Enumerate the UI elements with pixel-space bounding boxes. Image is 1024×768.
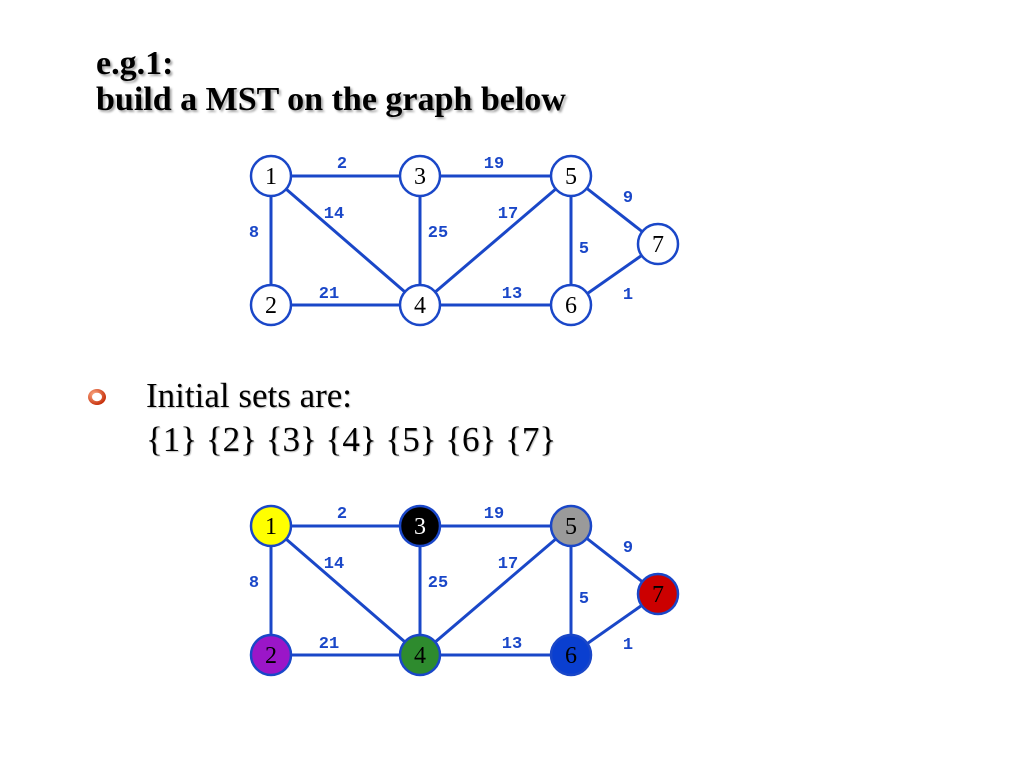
node-circle	[398, 633, 442, 677]
node-label: 4	[414, 293, 426, 319]
node-label: 2	[265, 293, 277, 319]
node-label: 6	[565, 643, 577, 669]
edge-weight-3-4: 25	[428, 224, 448, 243]
node-circle	[549, 504, 593, 548]
bullet-line-2: {1} {2} {3} {4} {5} {6} {7}	[146, 420, 557, 459]
edge-weight-3-4: 25	[428, 574, 448, 593]
edge-weight-3-5: 19	[484, 155, 504, 174]
node-3: 3	[398, 154, 442, 198]
edge-weight-6-7: 1	[623, 636, 633, 655]
edge-weight-6-7: 1	[623, 286, 633, 305]
edge-weight-5-6: 5	[579, 590, 589, 609]
node-2: 2	[249, 283, 293, 327]
node-6: 6	[549, 633, 593, 677]
edge-weight-4-6: 13	[502, 285, 522, 304]
node-label: 7	[652, 232, 664, 258]
node-4: 4	[398, 283, 442, 327]
node-label: 3	[414, 514, 426, 540]
node-circle	[249, 504, 293, 548]
edge-1-4	[270, 524, 421, 657]
edge-weight-1-4: 14	[324, 205, 344, 224]
edge-5-4	[419, 524, 572, 657]
node-circle	[549, 154, 593, 198]
edge-1-4	[270, 174, 421, 307]
edge-weight-5-4: 17	[498, 555, 518, 574]
edge-weight-5-6: 5	[579, 240, 589, 259]
edge-weight-2-4: 21	[319, 635, 339, 654]
edge-weight-1-3: 2	[337, 505, 347, 524]
node-5: 5	[549, 504, 593, 548]
node-1: 1	[249, 154, 293, 198]
node-circle	[636, 572, 680, 616]
node-1: 1	[249, 504, 293, 548]
node-circle	[249, 633, 293, 677]
node-circle	[549, 633, 593, 677]
slide-title: e.g.1: build a MST on the graph below	[96, 46, 566, 118]
edge-weight-1-2: 8	[249, 224, 259, 243]
node-circle	[398, 154, 442, 198]
bullet-line-1: Initial sets are:	[146, 376, 353, 415]
node-circle	[549, 283, 593, 327]
node-2: 2	[249, 633, 293, 677]
edge-weight-5-4: 17	[498, 205, 518, 224]
node-circle	[249, 154, 293, 198]
node-label: 3	[414, 164, 426, 190]
node-5: 5	[549, 154, 593, 198]
edge-weight-3-5: 19	[484, 505, 504, 524]
node-label: 7	[652, 582, 664, 608]
node-3: 3	[398, 504, 442, 548]
node-label: 2	[265, 643, 277, 669]
node-6: 6	[549, 283, 593, 327]
node-7: 7	[636, 222, 680, 266]
node-label: 4	[414, 643, 426, 669]
node-label: 6	[565, 293, 577, 319]
node-circle	[249, 283, 293, 327]
edge-5-4	[419, 174, 572, 307]
edge-weight-5-7: 9	[623, 189, 633, 208]
node-7: 7	[636, 572, 680, 616]
node-label: 1	[265, 514, 277, 540]
title-line-1: e.g.1:	[96, 45, 174, 82]
node-circle	[398, 504, 442, 548]
title-line-2: build a MST on the graph below	[96, 81, 566, 118]
node-label: 5	[565, 164, 577, 190]
node-circle	[636, 222, 680, 266]
edge-weight-1-2: 8	[249, 574, 259, 593]
node-label: 1	[265, 164, 277, 190]
edge-weight-2-4: 21	[319, 285, 339, 304]
circle-bullet-icon	[88, 389, 106, 405]
node-label: 5	[565, 514, 577, 540]
edge-weight-1-3: 2	[337, 155, 347, 174]
edge-weight-1-4: 14	[324, 555, 344, 574]
edge-weight-5-7: 9	[623, 539, 633, 558]
node-4: 4	[398, 633, 442, 677]
node-circle	[398, 283, 442, 327]
edge-weight-4-6: 13	[502, 635, 522, 654]
